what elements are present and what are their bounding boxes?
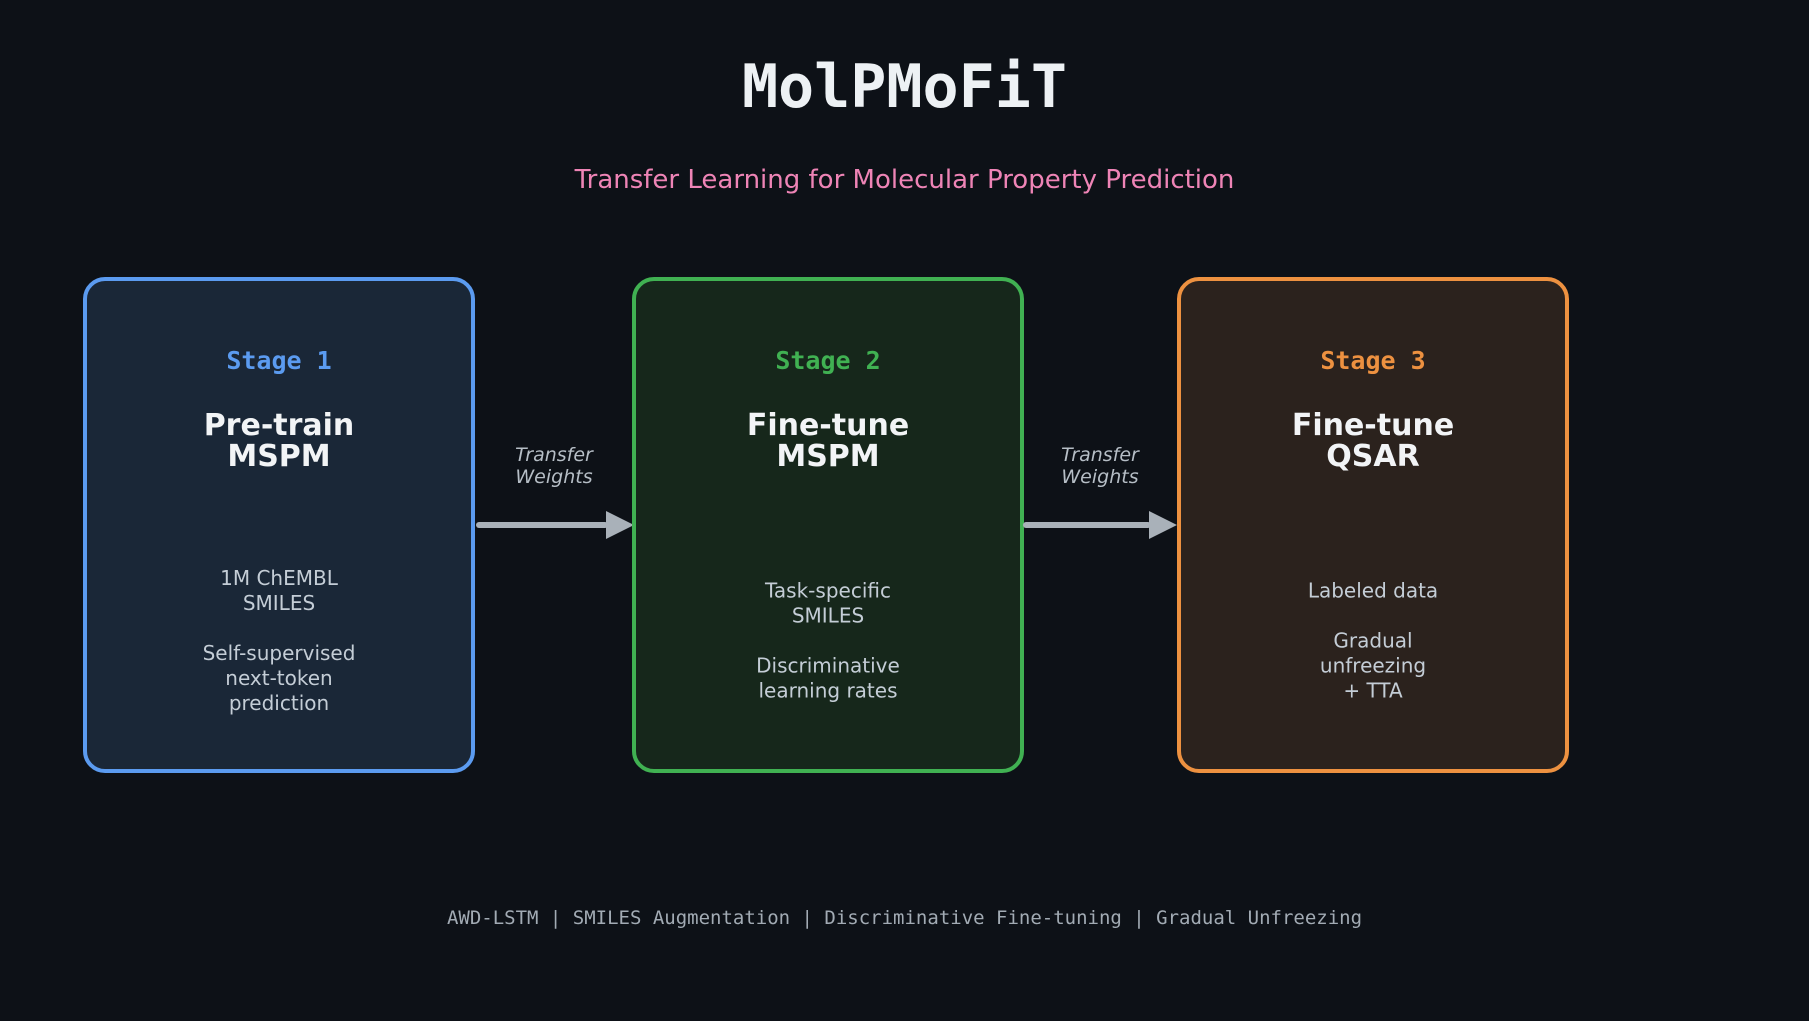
- page-subtitle: Transfer Learning for Molecular Property…: [574, 165, 1235, 195]
- stage-2-label: Stage 2: [775, 346, 881, 375]
- transfer-arrow-2-head: [1149, 511, 1177, 539]
- stage-3-title: Fine-tune QSAR: [1291, 408, 1455, 474]
- stage-3-box: Stage 3 Fine-tune QSAR Labeled data Grad…: [1177, 277, 1569, 773]
- page-title: MolPMoFiT: [741, 52, 1068, 122]
- transfer-weights-label-2: Transfer Weights: [1061, 444, 1139, 488]
- footer-tags: AWD-LSTM | SMILES Augmentation | Discrim…: [446, 907, 1363, 929]
- stage-1-details: 1M ChEMBL SMILES Self-supervised next-to…: [202, 566, 356, 715]
- stage-2-details: Task-specific SMILES Discriminative lear…: [756, 578, 900, 703]
- stage-1-label: Stage 1: [226, 346, 332, 375]
- stage-1-title: Pre-train MSPM: [203, 408, 355, 474]
- stage-2-box: Stage 2 Fine-tune MSPM Task-specific SMI…: [632, 277, 1024, 773]
- transfer-arrow-1-shaft: [476, 522, 608, 528]
- transfer-arrow-1-head: [606, 511, 634, 539]
- transfer-weights-label-1: Transfer Weights: [515, 444, 593, 488]
- transfer-arrow-2-shaft: [1023, 522, 1151, 528]
- stage-3-details: Labeled data Gradual unfreezing + TTA: [1307, 578, 1439, 703]
- stage-3-label: Stage 3: [1320, 346, 1426, 375]
- stage-2-title: Fine-tune MSPM: [746, 408, 910, 474]
- stage-1-box: Stage 1 Pre-train MSPM 1M ChEMBL SMILES …: [83, 277, 475, 773]
